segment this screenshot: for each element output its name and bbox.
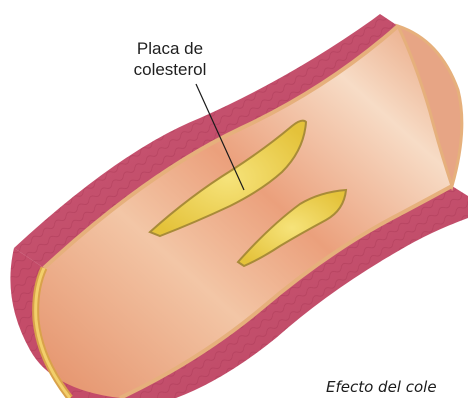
plaque-label: Placa de colesterol xyxy=(104,38,236,80)
figure-caption: Efecto del cole xyxy=(326,378,437,396)
plaque-label-line1: Placa de xyxy=(104,38,236,59)
plaque-label-line2: colesterol xyxy=(104,59,236,80)
